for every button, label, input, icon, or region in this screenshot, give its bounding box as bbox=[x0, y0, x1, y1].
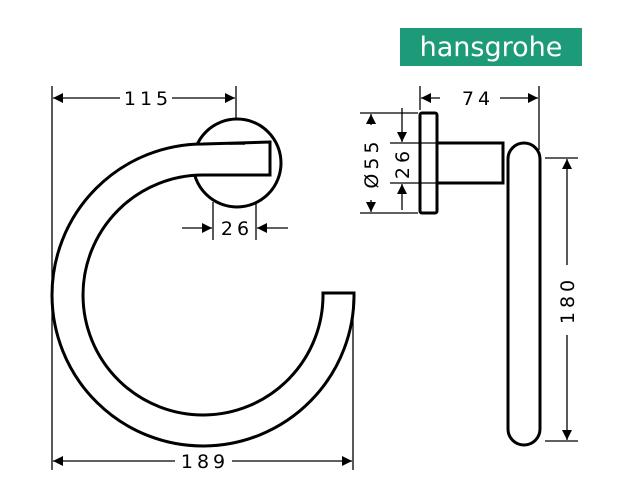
hansgrohe-logo: hansgrohe bbox=[400, 28, 582, 66]
logo-text: hansgrohe bbox=[420, 32, 563, 63]
dim-26-side: 26 bbox=[392, 147, 414, 179]
dim-26-front: 26 bbox=[221, 218, 253, 240]
front-dimensions bbox=[51, 86, 354, 470]
side-dimensions bbox=[360, 86, 578, 442]
dim-180: 180 bbox=[557, 276, 579, 324]
side-view bbox=[418, 111, 542, 447]
rosette-plate bbox=[418, 111, 439, 215]
logo-background bbox=[400, 28, 582, 66]
dim-diameter-55: Ø55 bbox=[361, 137, 383, 188]
dim-189: 189 bbox=[181, 451, 229, 473]
arm bbox=[435, 141, 505, 185]
ring-side bbox=[506, 141, 542, 447]
front-view bbox=[50, 117, 356, 448]
dim-115: 115 bbox=[124, 88, 172, 110]
dim-74: 74 bbox=[462, 88, 494, 110]
